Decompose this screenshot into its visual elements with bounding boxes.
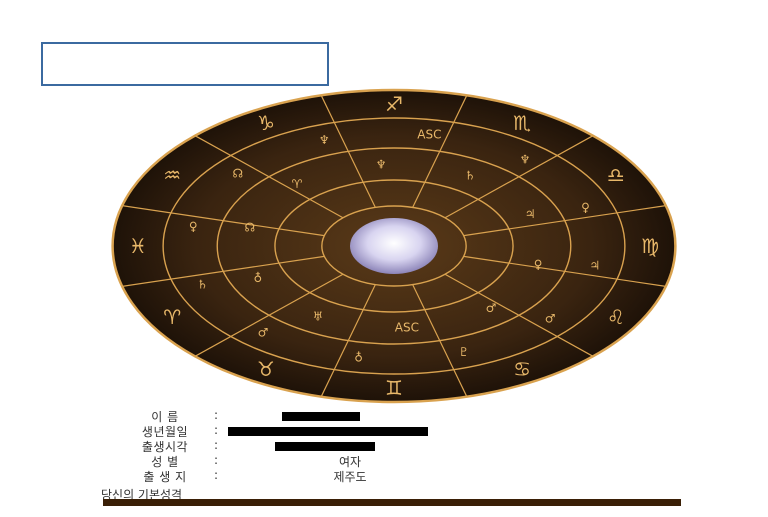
title-box xyxy=(41,42,329,86)
astrology-wheel: ♑ ♐ ♏ ♎ ♍ ♌ ♋ ♊ ♉ ♈ ♓ ♒ ♆ ASC ♆ ♀ ♃ ♂ ♇ ♁ ♂ ♄ ♀ ☊ ♆ ♄ ♃ ♀ ♂ ASC ♅ ♁ ☊ ♈ xyxy=(108,88,680,404)
house-line xyxy=(412,284,468,397)
house-line xyxy=(320,284,376,397)
footer-bar xyxy=(103,499,681,506)
redacted-birth-time xyxy=(275,442,375,451)
colon: : xyxy=(214,408,219,422)
planet-glyph: ♃ xyxy=(589,259,600,273)
planet-glyph-inner: ♂ xyxy=(486,301,497,315)
birthplace-value: 제주도 xyxy=(333,470,367,484)
redacted-birth-date xyxy=(228,427,428,436)
house-line xyxy=(122,205,325,237)
house-line xyxy=(463,255,666,287)
house-line xyxy=(444,135,594,219)
gender-label: 성 별 xyxy=(151,455,179,469)
wheel-ring-1 xyxy=(162,117,626,375)
planet-glyph: ♁ xyxy=(354,350,363,364)
planet-glyph-inner: ♀ xyxy=(534,257,543,271)
zodiac-sign-icon: ♌ xyxy=(607,305,625,329)
zodiac-sign-icon: ♉ xyxy=(257,357,275,381)
house-line xyxy=(320,95,376,208)
gender-value: 여자 xyxy=(338,455,362,469)
colon: : xyxy=(214,453,219,467)
birth-time-label: 출생시각 xyxy=(141,440,189,454)
name-label: 이 름 xyxy=(151,410,179,424)
wheel-ring-3 xyxy=(274,179,514,313)
planet-glyph-inner: ASC xyxy=(395,321,419,335)
section-title: 당신의 기본성격 xyxy=(101,488,183,502)
zodiac-sign-icon: ♏ xyxy=(513,111,531,135)
planet-glyph-inner: ♈ xyxy=(292,177,303,191)
birth-time-row: 출생시각 : xyxy=(110,438,430,454)
colon: : xyxy=(214,438,219,452)
wheel-svg: ♑ ♐ ♏ ♎ ♍ ♌ ♋ ♊ ♉ ♈ ♓ ♒ ♆ ASC ♆ ♀ ♃ ♂ ♇ ♁ ♂ ♄ ♀ ☊ ♆ ♄ ♃ ♀ ♂ ASC ♅ ♁ ☊ ♈ xyxy=(111,88,677,404)
planet-glyph: ♀ xyxy=(189,219,198,233)
planet-glyph: ♆ xyxy=(520,152,531,166)
house-line xyxy=(444,273,594,357)
gender-row: 성 별 : 여자 xyxy=(110,453,430,469)
zodiac-sign-icon: ♓ xyxy=(129,234,147,258)
birth-date-row: 생년월일 : xyxy=(110,423,430,439)
birth-date-label: 생년월일 xyxy=(141,425,189,439)
planet-glyph: ♀ xyxy=(581,200,590,214)
house-line xyxy=(194,135,344,219)
zodiac-sign-icon: ♐ xyxy=(385,92,403,116)
planet-glyph: ♇ xyxy=(458,345,469,359)
zodiac-sign-icon: ♎ xyxy=(607,163,625,187)
planet-glyph-inner: ♄ xyxy=(465,169,476,183)
wheel-ring-2 xyxy=(216,147,572,345)
profile-info: 이 름 : 생년월일 : 출생시각 : 성 별 : 여자 출 생 지 : 제주도 xyxy=(110,408,430,484)
planet-glyph: ♆ xyxy=(319,133,330,147)
planet-glyph: ♄ xyxy=(197,278,208,292)
planet-glyph: ♂ xyxy=(545,312,556,326)
redacted-name xyxy=(282,412,360,421)
house-line xyxy=(122,255,325,287)
zodiac-sign-icon: ♋ xyxy=(513,357,531,381)
colon: : xyxy=(214,468,219,482)
zodiac-sign-icon: ♒ xyxy=(163,163,181,187)
planet-glyph-inner: ♁ xyxy=(253,271,262,285)
colon: : xyxy=(214,423,219,437)
wheel-ring-4 xyxy=(321,205,467,287)
center-glow xyxy=(350,218,438,274)
zodiac-sign-icon: ♊ xyxy=(385,376,403,400)
name-row: 이 름 : xyxy=(110,408,430,424)
planet-glyph: ♂ xyxy=(258,326,269,340)
zodiac-sign-icon: ♑ xyxy=(257,111,275,135)
planet-glyph-inner: ♆ xyxy=(376,157,387,171)
house-line xyxy=(463,205,666,237)
planet-glyph-inner: ☊ xyxy=(245,221,256,235)
house-line xyxy=(412,95,468,208)
birthplace-label: 출 생 지 xyxy=(143,470,187,484)
birthplace-row: 출 생 지 : 제주도 xyxy=(110,468,430,484)
planet-glyph-inner: ♅ xyxy=(312,309,323,323)
zodiac-sign-icon: ♍ xyxy=(641,234,659,258)
house-line xyxy=(194,273,344,357)
planet-glyph: ☊ xyxy=(233,166,244,180)
planet-glyph: ASC xyxy=(417,128,441,142)
zodiac-sign-icon: ♈ xyxy=(163,305,181,329)
planet-glyph-inner: ♃ xyxy=(525,207,536,221)
